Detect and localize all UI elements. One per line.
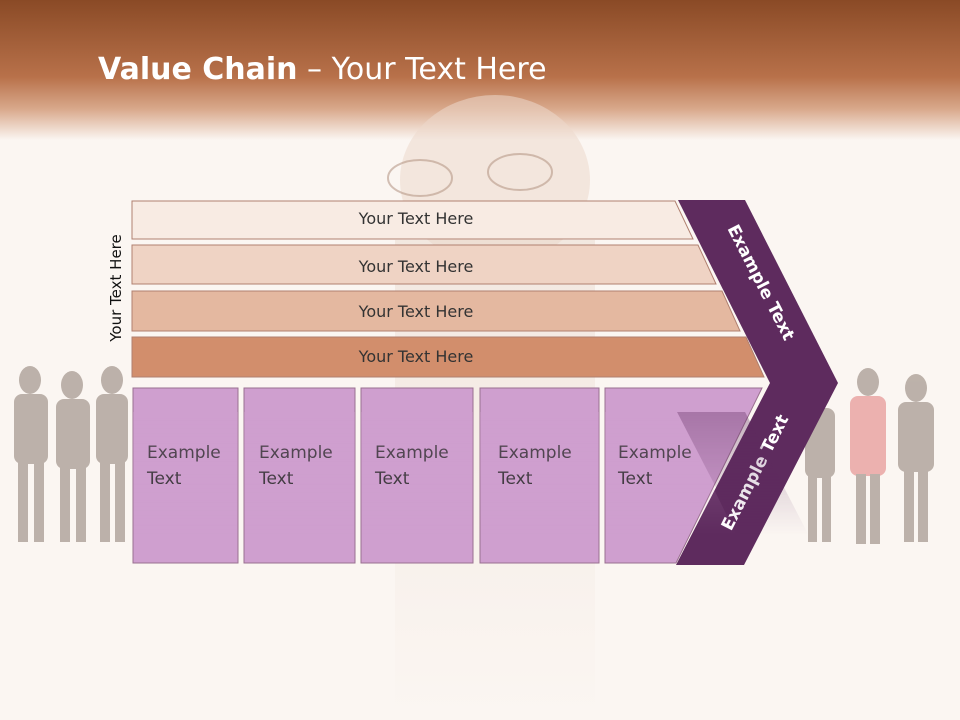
diagram-reflection xyxy=(133,412,838,566)
bar-label-2: Your Text Here xyxy=(358,257,474,276)
title-rest: – Your Text Here xyxy=(297,52,547,87)
cell-4 xyxy=(479,387,600,564)
arrow-bottom xyxy=(676,383,838,565)
bar-label-3: Your Text Here xyxy=(358,302,474,321)
bar-1 xyxy=(131,200,694,240)
cell-1 xyxy=(132,387,239,564)
title-bold: Value Chain xyxy=(98,52,298,87)
bar-2 xyxy=(131,244,717,285)
cell-3 xyxy=(360,387,474,564)
bar-label-4: Your Text Here xyxy=(358,347,474,366)
cell-2 xyxy=(243,387,356,564)
bar-3 xyxy=(131,290,741,332)
bar-4 xyxy=(131,336,765,378)
cell-5 xyxy=(604,387,763,564)
arrow-top xyxy=(678,200,838,383)
slide-title: Value Chain – Your Text Here xyxy=(98,52,547,87)
bar-label-1: Your Text Here xyxy=(358,209,474,228)
